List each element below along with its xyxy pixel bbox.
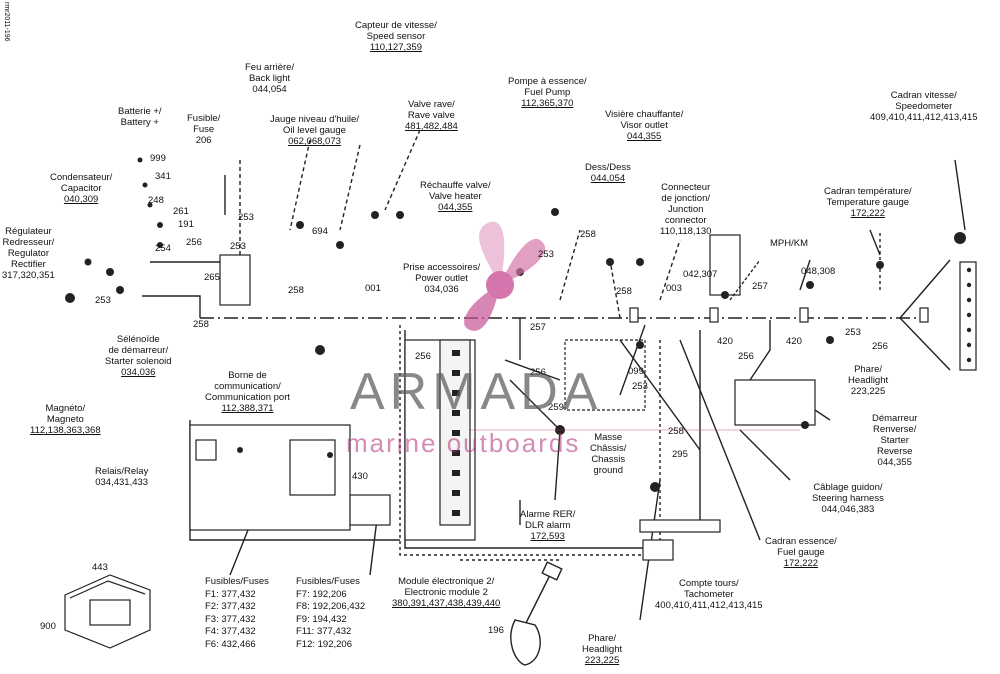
callout-253-b: 253 [238, 212, 254, 223]
callout-248: 248 [148, 195, 164, 206]
callout-196: 196 [488, 625, 504, 636]
watermark-propeller-icon [464, 221, 800, 431]
callout-258-c: 258 [580, 229, 596, 240]
document-id: rmr2011-196 [3, 2, 10, 42]
callout-999: 999 [150, 153, 166, 164]
callout-258-e: 258 [668, 426, 684, 437]
callout-253-a: 253 [230, 241, 246, 252]
callout-259: 259 [548, 402, 564, 413]
callout-258-d: 258 [616, 286, 632, 297]
callout-048-308: 048,308 [801, 266, 836, 277]
callout-253-d: 253 [538, 249, 554, 260]
callout-430: 430 [352, 471, 368, 482]
callout-420-a: 420 [717, 336, 733, 347]
callout-256-d: 256 [738, 351, 754, 362]
callout-253-e: 253 [845, 327, 861, 338]
callout-099: 099 [628, 366, 644, 377]
callout-256-a: 256 [186, 237, 202, 248]
callout-253-c: 253 [95, 295, 111, 306]
callout-256-b: 256 [415, 351, 431, 362]
callout-900: 900 [40, 621, 56, 632]
callout-256-c: 256 [872, 341, 888, 352]
callout-258-a: 258 [193, 319, 209, 330]
callout-256-e: 256 [530, 367, 546, 378]
mph-km-label: MPH/KM [770, 238, 808, 249]
callout-420-b: 420 [786, 336, 802, 347]
callout-003: 003 [666, 283, 682, 294]
callout-443: 443 [92, 562, 108, 573]
callout-254: 254 [155, 243, 171, 254]
callout-341: 341 [155, 171, 171, 182]
battery-label: Batterie +/Battery + [118, 106, 162, 128]
callout-042-307: 042,307 [683, 269, 718, 280]
callout-295: 295 [672, 449, 688, 460]
callout-694: 694 [312, 226, 328, 237]
callout-265: 265 [204, 272, 220, 283]
callout-253-f: 253 [632, 381, 648, 392]
callout-257-a: 257 [752, 281, 768, 292]
callout-261: 261 [173, 206, 189, 217]
callout-257-b: 257 [530, 322, 546, 333]
callout-191: 191 [178, 219, 194, 230]
callout-258-b: 258 [288, 285, 304, 296]
watermark-name: ARMADA [350, 363, 603, 421]
callout-001: 001 [365, 283, 381, 294]
watermark-tagline: marine outboards [346, 428, 581, 458]
electronic-module-label: Module électronique 2/Electronic module … [392, 576, 501, 609]
